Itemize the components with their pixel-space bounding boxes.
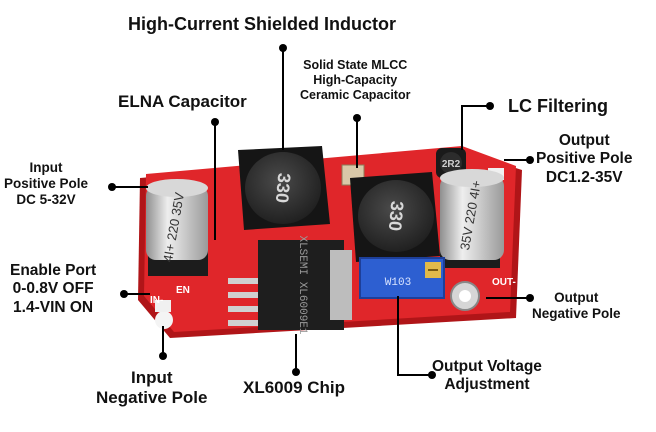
inductor-left: 330: [238, 146, 330, 230]
svg-text:2R2: 2R2: [442, 159, 461, 170]
label-input-negative: Input Negative Pole: [96, 368, 208, 408]
label-input-positive: Input Positive Pole DC 5-32V: [4, 160, 89, 207]
pin-label-out-minus: OUT-: [492, 277, 516, 288]
inductor-right-code: 330: [385, 200, 408, 232]
label-output-negative: Output Negative Pole: [532, 290, 621, 321]
label-xl6009-chip: XL6009 Chip: [243, 378, 346, 397]
pad-in-minus: [155, 300, 171, 312]
label-inductor: High-Current Shielded Inductor: [128, 14, 396, 34]
inductor-left-code: 330: [272, 172, 295, 204]
pin-label-in-minus: IN-: [150, 295, 163, 306]
svg-text:W103: W103: [385, 277, 411, 289]
label-output-positive: Output Positive Pole DC1.2-35V: [536, 132, 633, 186]
mount-hole-left: [155, 311, 173, 329]
svg-text:XLSEMI XL6009E1: XLSEMI XL6009E1: [296, 235, 308, 334]
elna-capacitor-left: 4I+ 220 35V: [146, 179, 208, 276]
label-enable-port: Enable Port 0-0.8V OFF 1.4-VIN ON: [10, 262, 97, 316]
xl6009-chip-body: XLSEMI XL6009E1: [228, 235, 352, 335]
label-output-voltage-adjust: Output Voltage Adjustment: [432, 358, 542, 394]
pin-label-en: EN: [176, 285, 190, 296]
elna-capacitor-right: 35V 220 4I+: [440, 169, 504, 268]
label-mlcc: Solid State MLCC High-Capacity Ceramic C…: [300, 58, 411, 102]
inductor-right: 330: [350, 172, 440, 262]
leader-dots: [108, 44, 534, 379]
potentiometer: W103: [359, 257, 445, 299]
leader-lines: [112, 48, 530, 376]
label-lc-filtering: LC Filtering: [508, 96, 608, 116]
label-elna: ELNA Capacitor: [118, 92, 247, 111]
